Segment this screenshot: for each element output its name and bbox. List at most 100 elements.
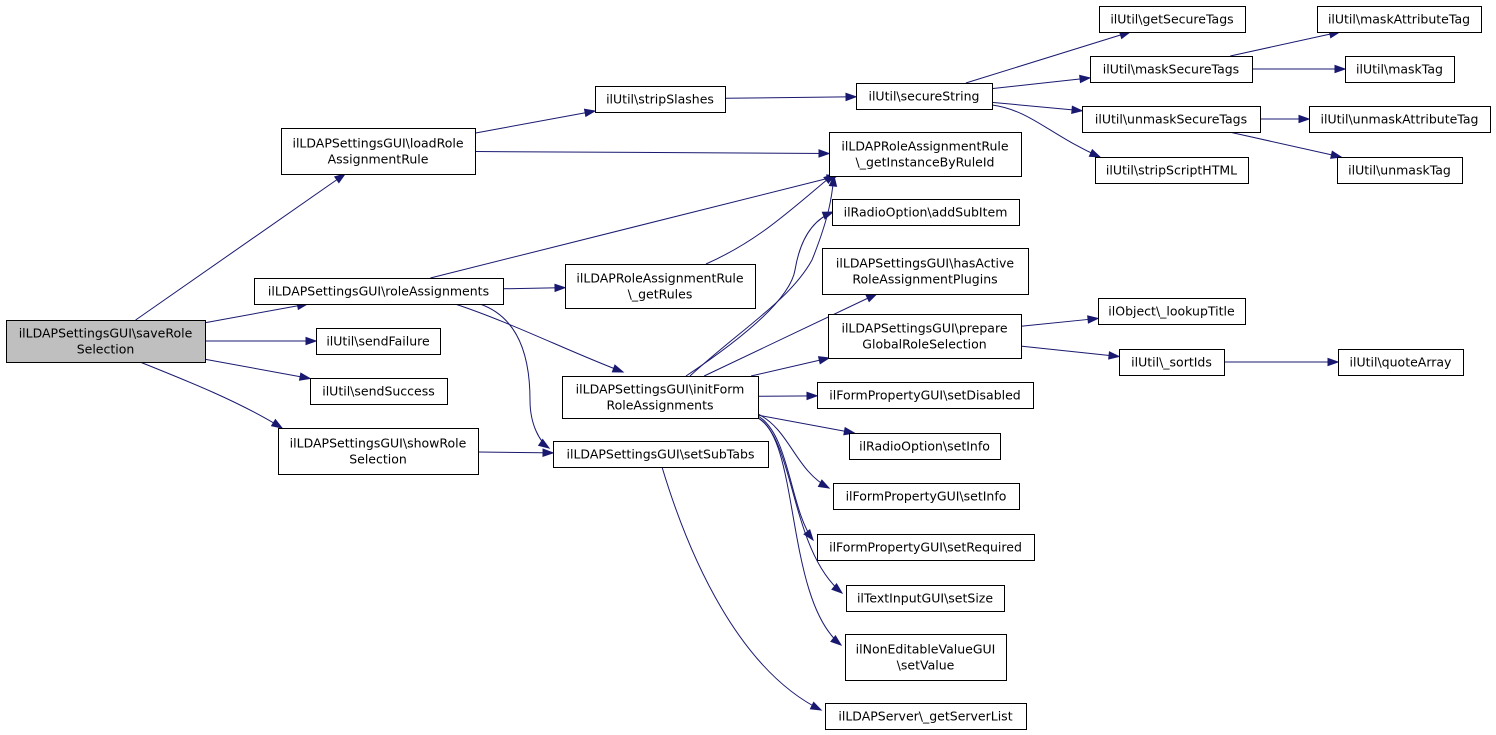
edge-line bbox=[757, 414, 855, 434]
node-box[interactable] bbox=[832, 199, 1020, 226]
node-setDisabled[interactable]: ilFormPropertyGUI\setDisabled bbox=[817, 382, 1034, 409]
edge-line bbox=[757, 417, 843, 594]
node-box[interactable] bbox=[595, 86, 726, 113]
node-secureString[interactable]: ilUtil\secureString bbox=[856, 83, 993, 110]
arrow-head-icon bbox=[818, 149, 831, 158]
node-quoteArray[interactable]: ilUtil\quoteArray bbox=[1338, 349, 1464, 376]
node-box[interactable] bbox=[1090, 56, 1253, 83]
node-box[interactable] bbox=[829, 132, 1022, 177]
node-box[interactable] bbox=[817, 534, 1035, 561]
node-label: ilLDAPRoleAssignmentRule bbox=[576, 271, 743, 286]
node-label: ilUtil\sendFailure bbox=[326, 334, 430, 349]
node-box[interactable] bbox=[1119, 349, 1225, 376]
node-label: ilLDAPRoleAssignmentRule bbox=[841, 139, 1008, 154]
arrow-head-icon bbox=[821, 211, 835, 220]
node-box[interactable] bbox=[281, 128, 476, 175]
node-getSecureTags[interactable]: ilUtil\getSecureTags bbox=[1099, 6, 1246, 33]
node-box[interactable] bbox=[1345, 56, 1455, 83]
node-stripSlashes[interactable]: ilUtil\stripSlashes bbox=[595, 86, 726, 113]
arrow-head-icon bbox=[1071, 105, 1084, 115]
edge-showRoleSelection-to-setSubTabs bbox=[477, 448, 555, 458]
node-box[interactable] bbox=[828, 314, 1022, 359]
node-stripScriptHTML[interactable]: ilUtil\stripScriptHTML bbox=[1095, 157, 1249, 184]
node-box[interactable] bbox=[822, 248, 1029, 295]
node-box[interactable] bbox=[845, 634, 1007, 681]
node-box[interactable] bbox=[316, 328, 441, 355]
node-box[interactable] bbox=[1309, 106, 1491, 133]
edge-stripSlashes-to-secureString bbox=[724, 92, 858, 102]
node-setSize[interactable]: ilTextInputGUI\setSize bbox=[846, 585, 1005, 612]
edge-initFormRoleAssignments-to-formSetInfo bbox=[757, 413, 831, 489]
node-box[interactable] bbox=[1317, 6, 1482, 33]
edge-line bbox=[204, 303, 308, 324]
node-unmaskTag[interactable]: ilUtil\unmaskTag bbox=[1337, 157, 1463, 184]
node-lookupTitle[interactable]: ilObject\_lookupTitle bbox=[1098, 298, 1246, 325]
node-setSubTabs[interactable]: ilLDAPSettingsGUI\setSubTabs bbox=[553, 441, 769, 468]
node-box[interactable] bbox=[1337, 157, 1463, 184]
node-box[interactable] bbox=[846, 585, 1005, 612]
node-label: RoleAssignments bbox=[606, 398, 713, 413]
node-setValue[interactable]: ilNonEditableValueGUI\setValue bbox=[845, 634, 1007, 681]
arrow-head-icon bbox=[831, 582, 844, 594]
edge-line bbox=[703, 293, 877, 377]
node-box[interactable] bbox=[833, 483, 1020, 510]
node-box[interactable] bbox=[278, 428, 479, 475]
node-radioSetInfo[interactable]: ilRadioOption\setInfo bbox=[849, 433, 1001, 460]
node-box[interactable] bbox=[1338, 349, 1464, 376]
node-addSubItem[interactable]: ilRadioOption\addSubItem bbox=[832, 199, 1020, 226]
node-unmaskAttributeTag[interactable]: ilUtil\unmaskAttributeTag bbox=[1309, 106, 1491, 133]
node-label: ilLDAPSettingsGUI\initForm bbox=[576, 382, 745, 397]
node-formSetInfo[interactable]: ilFormPropertyGUI\setInfo bbox=[833, 483, 1020, 510]
node-box[interactable] bbox=[1099, 6, 1246, 33]
node-maskTag[interactable]: ilUtil\maskTag bbox=[1345, 56, 1455, 83]
node-box[interactable] bbox=[553, 441, 769, 468]
edge-sortIds-to-quoteArray bbox=[1224, 357, 1340, 367]
edge-line bbox=[1020, 317, 1099, 327]
node-box[interactable] bbox=[6, 320, 206, 363]
node-box[interactable] bbox=[565, 264, 756, 309]
node-label: \_getRules bbox=[628, 287, 693, 302]
node-initFormRoleAssignments[interactable]: ilLDAPSettingsGUI\initFormRoleAssignment… bbox=[562, 376, 759, 419]
node-sortIds[interactable]: ilUtil\_sortIds bbox=[1119, 349, 1225, 376]
node-label: ilUtil\maskAttributeTag bbox=[1328, 12, 1470, 27]
node-box[interactable] bbox=[856, 83, 993, 110]
arrow-head-icon bbox=[809, 701, 823, 711]
node-box[interactable] bbox=[562, 376, 759, 419]
node-getInstanceByRuleId[interactable]: ilLDAPRoleAssignmentRule\_getInstanceByR… bbox=[829, 132, 1022, 177]
arrow-head-icon bbox=[611, 364, 625, 373]
node-box[interactable] bbox=[310, 378, 448, 405]
edge-line bbox=[757, 417, 842, 646]
node-label: ilUtil\quoteArray bbox=[1350, 355, 1453, 370]
node-prepareGlobalRoleSelection[interactable]: ilLDAPSettingsGUI\prepareGlobalRoleSelec… bbox=[828, 314, 1022, 359]
node-sendSuccess[interactable]: ilUtil\sendSuccess bbox=[310, 378, 448, 405]
arrow-head-icon bbox=[806, 391, 819, 401]
edge-line bbox=[991, 104, 1101, 158]
node-roleAssignments[interactable]: ilLDAPSettingsGUI\roleAssignments bbox=[254, 278, 504, 305]
node-box[interactable] bbox=[1095, 157, 1249, 184]
node-box[interactable] bbox=[1082, 106, 1261, 133]
node-box[interactable] bbox=[849, 433, 1001, 460]
node-sendFailure[interactable]: ilUtil\sendFailure bbox=[316, 328, 441, 355]
node-label: ilTextInputGUI\setSize bbox=[857, 591, 993, 606]
edge-line bbox=[474, 151, 830, 154]
edge-setSubTabs-to-getServerList bbox=[661, 466, 823, 711]
node-setRequired[interactable]: ilFormPropertyGUI\setRequired bbox=[817, 534, 1035, 561]
node-hasActiveRoleAssignmentPlugins[interactable]: ilLDAPSettingsGUI\hasActiveRoleAssignmen… bbox=[822, 248, 1029, 295]
node-getServerList[interactable]: ilLDAPServer\_getServerList bbox=[825, 703, 1027, 730]
edge-saveRoleSelection-to-loadRoleAssignmentRule bbox=[135, 173, 347, 321]
node-box[interactable] bbox=[825, 703, 1027, 730]
node-label: RoleAssignmentPlugins bbox=[852, 272, 997, 287]
node-getRules[interactable]: ilLDAPRoleAssignmentRule\_getRules bbox=[565, 264, 756, 309]
node-box[interactable] bbox=[254, 278, 504, 305]
edge-roleAssignments-to-setSubTabs bbox=[479, 303, 551, 449]
node-maskAttributeTag[interactable]: ilUtil\maskAttributeTag bbox=[1317, 6, 1482, 33]
node-maskSecureTags[interactable]: ilUtil\maskSecureTags bbox=[1090, 56, 1253, 83]
edge-unmaskSecureTags-to-unmaskAttributeTag bbox=[1260, 114, 1311, 124]
edge-loadRoleAssignmentRule-to-stripSlashes bbox=[474, 108, 597, 134]
node-unmaskSecureTags[interactable]: ilUtil\unmaskSecureTags bbox=[1082, 106, 1261, 133]
node-box[interactable] bbox=[817, 382, 1034, 409]
node-box[interactable] bbox=[1098, 298, 1246, 325]
